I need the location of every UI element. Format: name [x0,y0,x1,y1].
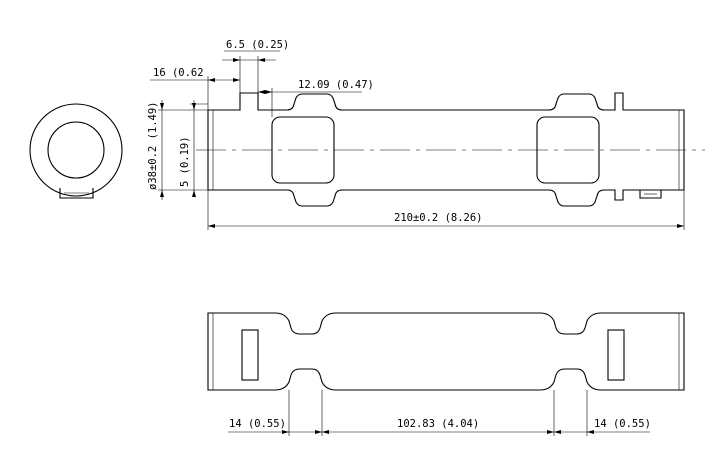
top-view [207,312,685,391]
dim-pocket-offset: 12.09 (0.47) [258,79,374,117]
dim-left-end-label: 14 (0.55) [229,418,286,430]
dim-small-height: 5 (0.19) [179,100,208,197]
dim-right-end-label: 14 (0.55) [594,418,651,430]
end-view-inner-circle [47,121,105,179]
dim-slot-width-label: 6.5 (0.25) [226,39,289,51]
front-view-connector [639,190,662,199]
end-view [29,103,123,199]
dim-overall-length: 210±0.2 (8.26) [207,190,685,230]
dim-overall-length-label: 210±0.2 (8.26) [394,212,483,224]
dim-bottom-chain: 14 (0.55) 102.83 (4.04) 14 (0.55) [228,390,651,436]
end-view-connector [59,188,94,199]
dim-slot-width: 6.5 (0.25) [222,39,289,93]
dim-pocket-offset-label: 12.09 (0.47) [298,79,374,91]
dim-slot-offset-label: 16 (0.62 [153,67,204,79]
front-view [196,92,705,207]
dim-slot-offset: 16 (0.62 [150,67,240,110]
dim-middle-label: 102.83 (4.04) [397,418,479,430]
front-view-body-outline [207,92,685,207]
end-view-outer-circle [29,103,123,197]
dim-diameter-label: ø38±0.2 (1.49) [147,101,159,190]
dim-small-height-label: 5 (0.19) [179,136,191,187]
top-view-right-slot [607,329,625,381]
dim-diameter: ø38±0.2 (1.49) [147,100,208,200]
top-view-left-slot [241,329,259,381]
top-view-body-outline [207,312,685,391]
